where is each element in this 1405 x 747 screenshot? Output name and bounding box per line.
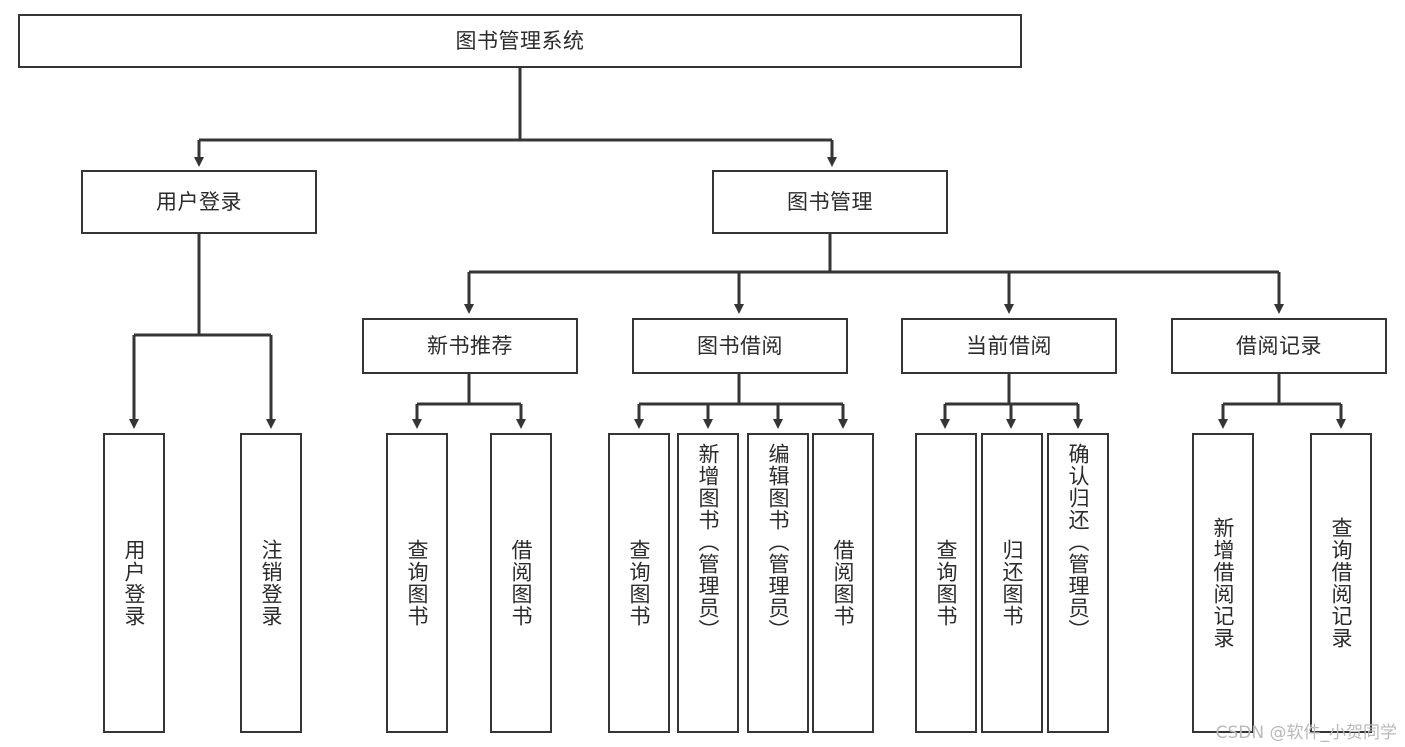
node-label: 新书推荐: [427, 333, 513, 358]
node-label: 当前借阅: [966, 333, 1052, 358]
node-root-library-system[interactable]: 图书管理系统: [18, 14, 1022, 68]
node-label: 查询图书: [627, 539, 652, 627]
node-label: 编辑图书（管理员）: [766, 443, 791, 641]
node-label: 确认归还（管理员）: [1066, 443, 1091, 641]
node-label: 用户登录: [122, 539, 147, 627]
watermark-text: CSDN @软件_小贺同学: [1215, 723, 1397, 743]
leaf-user-login[interactable]: 用户登录: [103, 433, 165, 733]
node-label: 新增借阅记录: [1211, 517, 1236, 649]
node-book-borrow[interactable]: 图书借阅: [632, 318, 848, 374]
node-current-borrow[interactable]: 当前借阅: [901, 318, 1117, 374]
node-label: 注销登录: [259, 539, 284, 627]
node-borrow-record[interactable]: 借阅记录: [1171, 318, 1387, 374]
node-label: 查询图书: [934, 539, 959, 627]
leaf-query-borrow-record[interactable]: 查询借阅记录: [1310, 433, 1372, 733]
leaf-query-book-borrow[interactable]: 查询图书: [608, 433, 670, 733]
leaf-edit-book-admin[interactable]: 编辑图书（管理员）: [747, 433, 809, 733]
leaf-confirm-return-admin[interactable]: 确认归还（管理员）: [1047, 433, 1109, 733]
node-label: 归还图书: [1000, 539, 1025, 627]
leaf-borrow-book-recommend[interactable]: 借阅图书: [490, 433, 552, 733]
node-book-management[interactable]: 图书管理: [712, 170, 948, 234]
leaf-return-book[interactable]: 归还图书: [981, 433, 1043, 733]
node-new-book-recommend[interactable]: 新书推荐: [362, 318, 578, 374]
node-label: 图书管理: [787, 189, 873, 214]
leaf-logout[interactable]: 注销登录: [240, 433, 302, 733]
leaf-borrow-book[interactable]: 借阅图书: [812, 433, 874, 733]
node-label: 图书借阅: [697, 333, 783, 358]
node-label: 用户登录: [156, 189, 242, 214]
leaf-query-book-current[interactable]: 查询图书: [915, 433, 977, 733]
node-label: 查询图书: [405, 539, 430, 627]
leaf-add-borrow-record[interactable]: 新增借阅记录: [1192, 433, 1254, 733]
node-label: 借阅图书: [509, 539, 534, 627]
node-label: 查询借阅记录: [1329, 517, 1354, 649]
node-user-login[interactable]: 用户登录: [81, 170, 317, 234]
leaf-add-book-admin[interactable]: 新增图书（管理员）: [677, 433, 739, 733]
node-label: 借阅图书: [831, 539, 856, 627]
node-label: 借阅记录: [1236, 333, 1322, 358]
leaf-query-book-recommend[interactable]: 查询图书: [386, 433, 448, 733]
node-label: 图书管理系统: [455, 28, 585, 53]
node-label: 新增图书（管理员）: [696, 443, 721, 641]
